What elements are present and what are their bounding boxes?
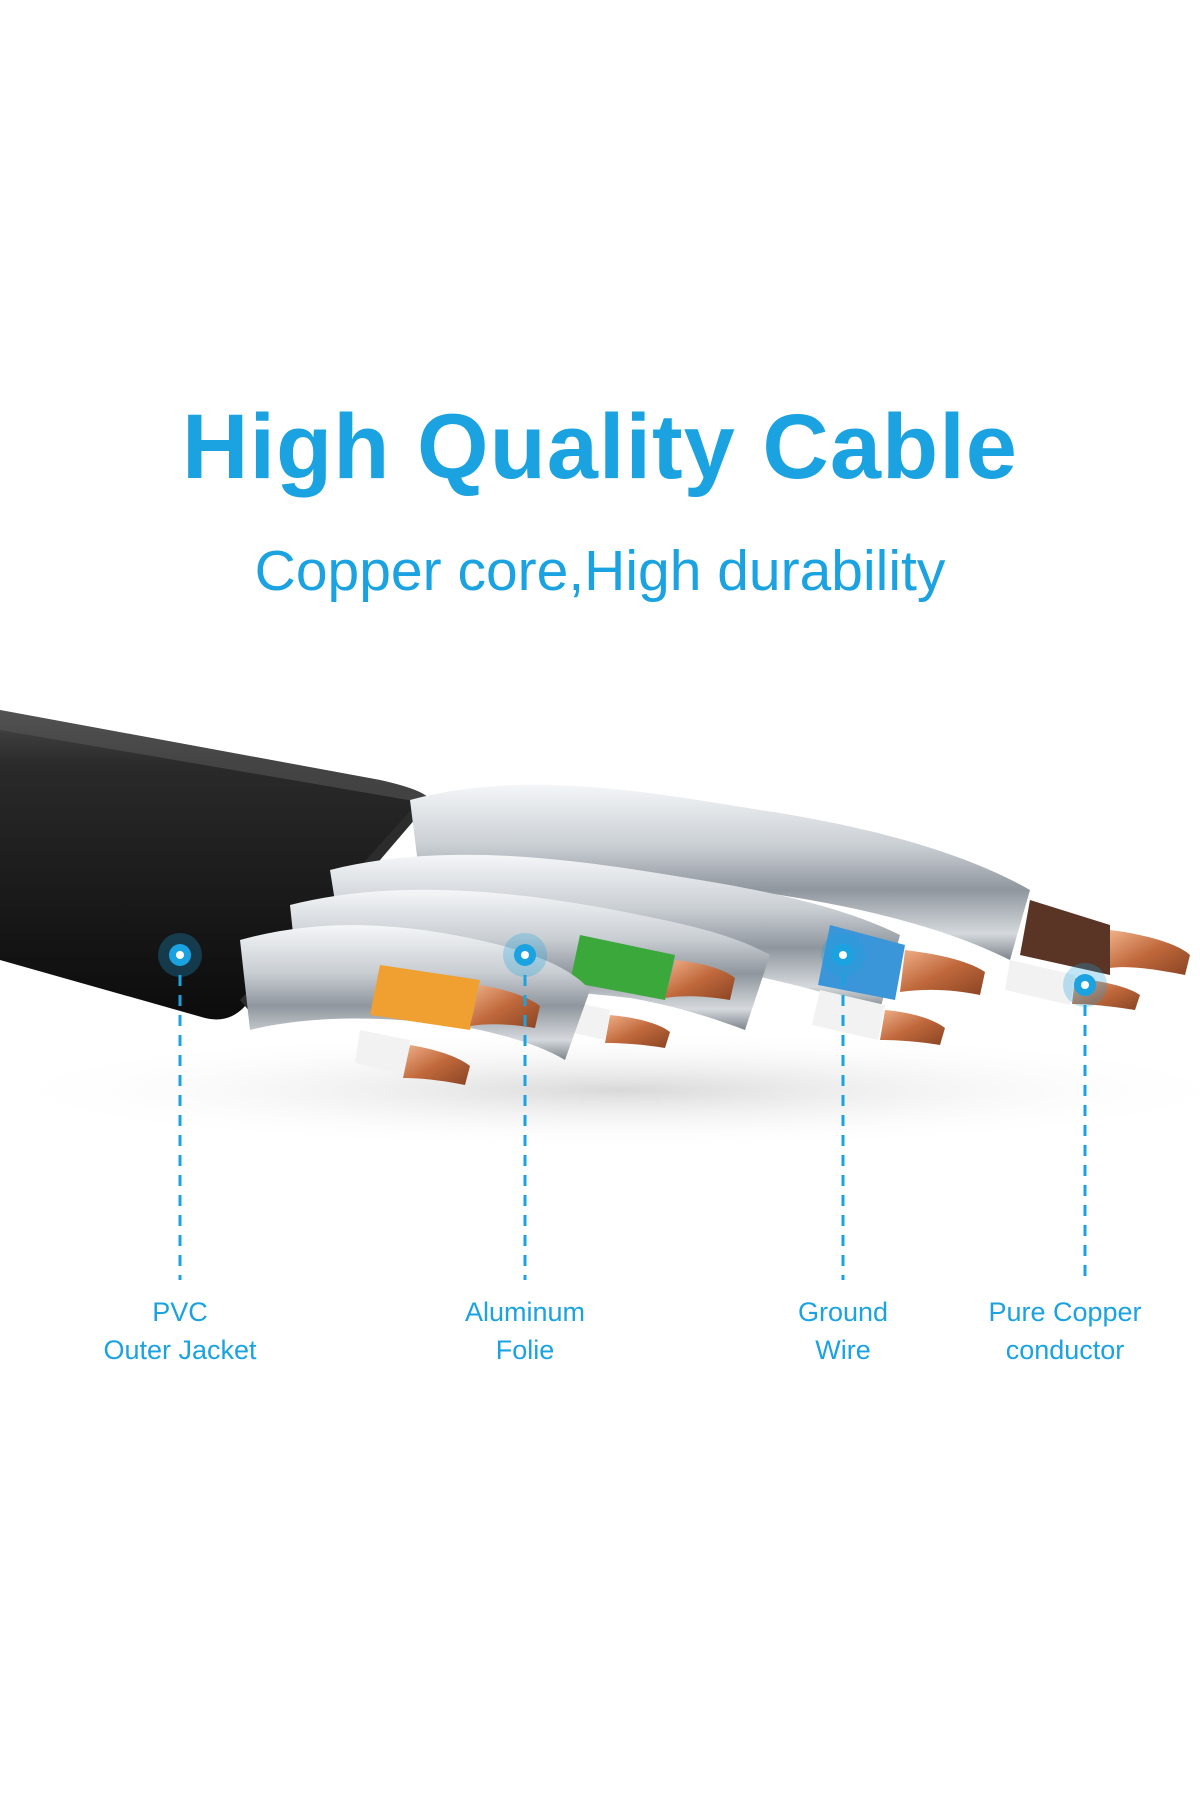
cable-shadow [0,1030,1200,1150]
callout-foil-line1: Aluminum [464,1297,586,1327]
callout-label-copper: Pure Copper conductor [935,1293,1195,1369]
callout-label-foil: Aluminum Folie [395,1293,655,1369]
foil-pair-orange [240,925,590,1085]
callout-marker-foil [503,933,547,1280]
callout-copper-line2: conductor [1005,1335,1125,1365]
callout-pvc-line1: PVC [152,1297,208,1327]
headline: High Quality Cable [182,396,1018,498]
callout-label-pvc: PVC Outer Jacket [50,1293,310,1369]
callout-marker-copper [1063,963,1107,1280]
callout-ground-line2: Wire [815,1335,871,1365]
callout-ground-line1: Ground [797,1297,889,1327]
pvc-outer-jacket [0,710,430,1020]
callout-marker-pvc [158,933,202,1280]
callout-foil-line2: Folie [495,1335,555,1365]
foil-pair-brown [410,784,1190,1010]
callout-label-ground: Ground Wire [713,1293,973,1369]
subheadline: Copper core,High durability [254,539,946,603]
callout-copper-line1: Pure Copper [988,1297,1142,1327]
callout-pvc-line2: Outer Jacket [103,1335,257,1365]
callout-marker-ground [821,933,865,1280]
